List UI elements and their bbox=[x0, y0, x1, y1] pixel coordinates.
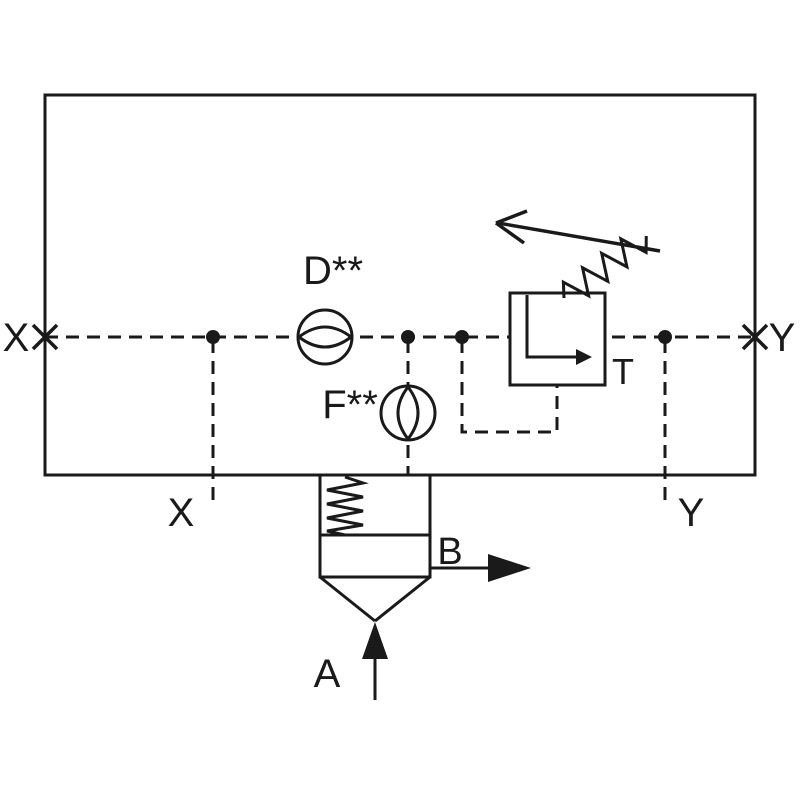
poppet-seat bbox=[319, 575, 431, 623]
plugged-port-y-icon bbox=[741, 323, 769, 351]
pilot-relief-valve-icon bbox=[494, 209, 661, 387]
orifice-f-icon bbox=[379, 384, 437, 442]
port-b-flow-arrow-icon bbox=[430, 554, 531, 582]
cartridge-poppet-valve-icon bbox=[318, 473, 531, 700]
junction-dot bbox=[455, 330, 469, 344]
adjustment-arrow-icon bbox=[494, 209, 661, 253]
orifice-d-icon bbox=[296, 308, 354, 366]
relief-flow-arrowhead bbox=[576, 349, 592, 365]
pilot-branch-relief bbox=[460, 340, 559, 434]
label-port-x-left: X bbox=[3, 316, 30, 360]
label-port-a: A bbox=[314, 652, 341, 696]
label-pilot-x-bottom: X bbox=[168, 491, 195, 535]
label-orifice-f: F** bbox=[322, 383, 378, 427]
port-a-flow-arrow-icon bbox=[362, 622, 388, 700]
label-tank-port: T bbox=[612, 351, 634, 392]
label-port-b: B bbox=[437, 531, 462, 573]
relief-flow-path bbox=[525, 295, 576, 359]
junction-dot bbox=[658, 330, 672, 344]
label-orifice-d: D** bbox=[303, 249, 363, 293]
label-pilot-y-bottom: Y bbox=[678, 491, 705, 535]
plugged-port-x-icon bbox=[31, 323, 59, 351]
junction-dot bbox=[401, 330, 415, 344]
label-port-y-right: Y bbox=[769, 316, 796, 360]
junction-dot bbox=[206, 330, 220, 344]
compression-spring-icon bbox=[326, 475, 369, 537]
